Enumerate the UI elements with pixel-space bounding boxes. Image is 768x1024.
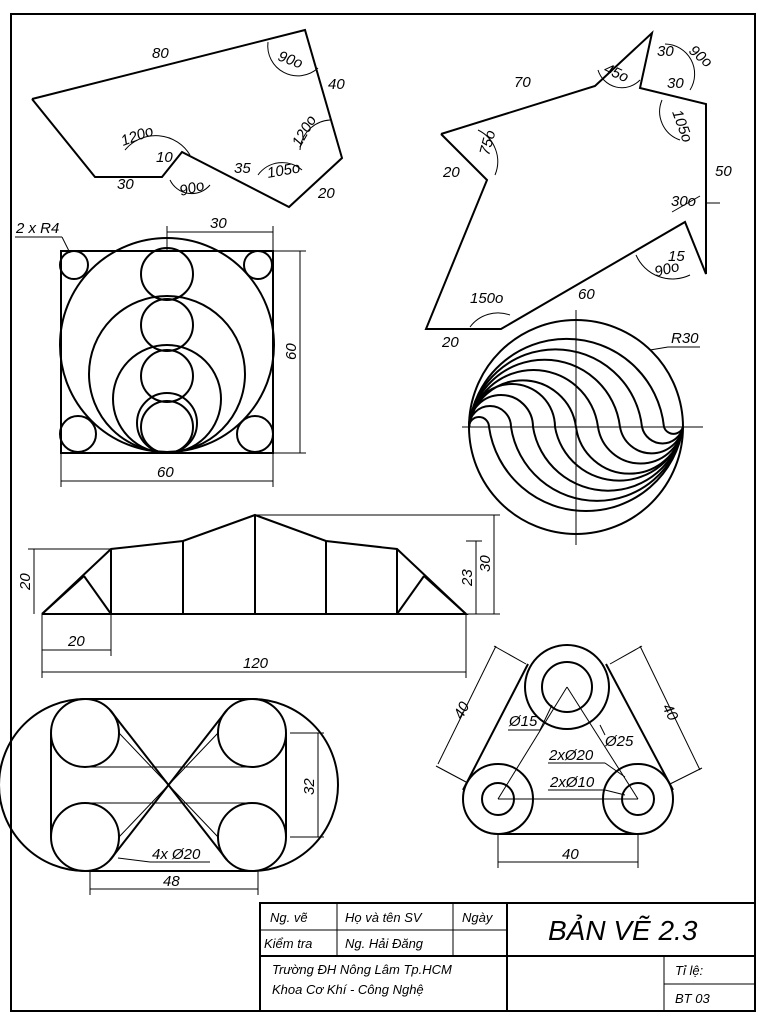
fig5-dim-20-horizontal: 20	[67, 633, 85, 650]
fig1-dim-30: 30	[117, 176, 134, 193]
fig3-radius-label: 2 x R4	[15, 220, 59, 237]
fig5-dim-120: 120	[243, 655, 269, 672]
fig7-diameter-2x20: 2xØ20	[548, 747, 594, 764]
fig1-angle-90-bottom: 90o	[178, 177, 207, 200]
sheet-border	[10, 13, 756, 1012]
tb-drawing-title: BẢN VẼ 2.3	[548, 914, 698, 946]
fig2-angle-90: 90o	[685, 42, 715, 71]
fig7-dim-40-left: 40	[451, 699, 474, 722]
fig2-dim-30b: 30	[667, 75, 684, 92]
tb-faculty: Khoa Cơ Khí - Công Nghệ	[272, 982, 424, 997]
fig6-diameter-label: 4x Ø20	[152, 846, 201, 863]
fig1-dim-80: 80	[152, 45, 169, 62]
fig2-dim-20a: 20	[442, 164, 460, 181]
fig2-angle-75: 75o	[476, 128, 499, 157]
fig2-dim-15: 15	[668, 248, 685, 265]
fig6-dim-32: 32	[301, 778, 318, 795]
fig1-dim-40: 40	[328, 76, 345, 93]
fig1-angle-105: 105o	[266, 159, 302, 182]
fig2-angle-150: 150o	[470, 290, 503, 307]
fig1-dim-10: 10	[156, 149, 173, 166]
fig3-dim-30: 30	[210, 215, 227, 232]
fig2-dim-60: 60	[578, 286, 595, 303]
figure-2-polygon: 70 45o 30 90o 30 105o 50 30o 15 90o 60 1…	[424, 30, 732, 351]
fig2-dim-70: 70	[514, 74, 531, 91]
fig2-dim-20b: 20	[441, 334, 459, 351]
figure-7-pulley: 40 40 40 Ø15 Ø25 2xØ20 2xØ10	[435, 644, 703, 868]
tb-scale: Tỉ lệ:	[675, 963, 704, 978]
fig1-dim-20: 20	[317, 185, 335, 202]
figure-5-roof-profile: 20 23 30 20 120	[17, 513, 500, 678]
figure-1-polygon: 80 40 90o 120o 105o 20 35 90o 10 120o 30	[31, 28, 345, 209]
figure-3-square-circles: 2 x R4 30 60 60	[15, 215, 306, 487]
fig7-diameter-15: Ø15	[508, 713, 538, 730]
fig2-angle-90b: 90o	[653, 258, 682, 281]
fig6-dim-48: 48	[163, 873, 180, 890]
title-block: Ng. vẽ Họ và tên SV Ngày Kiểm tra Ng. Hả…	[259, 902, 756, 1012]
fig1-dim-35: 35	[234, 160, 251, 177]
figure-6-rounded-x: 32 48 4x Ø20	[0, 698, 339, 895]
fig1-angle-120-left: 120o	[119, 122, 156, 149]
fig5-dim-23: 23	[459, 569, 476, 587]
tb-checker-name: Ng. Hải Đăng	[345, 936, 424, 951]
fig2-angle-105: 105o	[668, 108, 695, 145]
fig2-angle-30: 30o	[671, 193, 696, 210]
fig3-dim-60-horizontal: 60	[157, 464, 174, 481]
fig2-dim-30a: 30	[657, 43, 674, 60]
fig1-angle-120-right: 120o	[289, 113, 320, 150]
tb-checked-by: Kiểm tra	[264, 936, 312, 951]
tb-date: Ngày	[462, 910, 494, 925]
tb-school: Trường ĐH Nông Lâm Tp.HCM	[272, 962, 452, 977]
fig7-dim-40-bottom: 40	[562, 846, 579, 863]
fig7-diameter-2x10: 2xØ10	[549, 774, 595, 791]
tb-sheet-number: BT 03	[675, 991, 710, 1006]
tb-drawn-by: Ng. vẽ	[270, 910, 308, 925]
fig7-diameter-25: Ø25	[604, 733, 634, 750]
fig2-dim-50: 50	[715, 163, 732, 180]
figure-4-circle-arcs: R30	[462, 310, 703, 545]
fig1-angle-90-top: 90o	[276, 48, 305, 73]
fig3-dim-60-vertical: 60	[283, 343, 300, 360]
fig5-dim-20-vertical: 20	[17, 573, 34, 591]
tb-student-name: Họ và tên SV	[345, 910, 423, 925]
fig5-dim-30: 30	[477, 555, 494, 572]
fig7-dim-40-right: 40	[658, 701, 681, 724]
fig4-radius-label: R30	[671, 330, 699, 347]
